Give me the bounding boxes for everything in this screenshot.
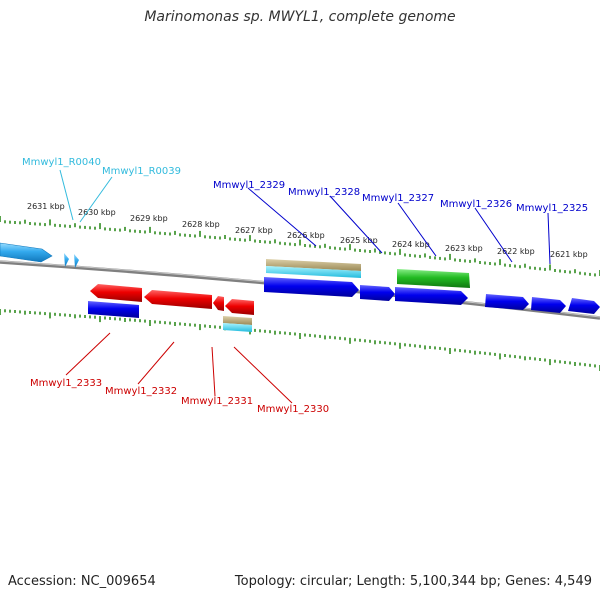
rna-gene-arrow — [74, 254, 79, 268]
gene-arrow-2329-cyan — [266, 266, 361, 278]
callout-line — [474, 207, 513, 263]
callout-line — [329, 195, 383, 254]
gene-label-reverse: Mmwyl1_2332 — [105, 386, 177, 397]
kbp-label: 2626 kbp — [287, 231, 325, 240]
kbp-label: 2628 kbp — [182, 220, 220, 229]
callout-line — [247, 187, 317, 247]
gene-arrow-2329 — [264, 277, 359, 297]
kbp-label: 2629 kbp — [130, 214, 168, 223]
gene-label-forward: Mmwyl1_2326 — [440, 199, 512, 210]
gene-arrow-2330-cyan — [223, 323, 252, 332]
callout-line — [547, 212, 551, 265]
tick-marks — [0, 216, 600, 371]
rna-gene-arrow — [0, 242, 53, 263]
gene-label-reverse: Mmwyl1_2330 — [257, 404, 329, 415]
gene-arrow-2330-tan — [223, 316, 252, 325]
gene-arrow-2332-tail — [213, 296, 224, 311]
map-title: Marinomonas sp. MWYL1, complete genome — [144, 9, 456, 25]
accession-text: Accession: NC_009654 — [8, 574, 156, 589]
gene-arrow-2327-green — [397, 269, 470, 288]
callout-line — [59, 169, 74, 221]
callout-line — [65, 332, 111, 376]
callout-line — [79, 176, 113, 223]
kbp-label: 2621 kbp — [550, 250, 588, 259]
gene-label-reverse: Mmwyl1_2331 — [181, 396, 253, 407]
gene-arrow-2333 — [90, 284, 142, 302]
kbp-label: 2627 kbp — [235, 226, 273, 235]
gene-label-forward: Mmwyl1_2328 — [288, 187, 360, 198]
kbp-label: 2624 kbp — [392, 240, 430, 249]
gene-arrow-2332 — [144, 290, 212, 309]
kbp-label: 2631 kbp — [27, 202, 65, 211]
gene-arrow-2326 — [485, 294, 529, 310]
gene-label-rna: Mmwyl1_R0039 — [102, 166, 181, 177]
gene-arrow-2324 — [568, 298, 600, 314]
gene-arrow-2331 — [225, 299, 254, 315]
gene-label-reverse: Mmwyl1_2333 — [30, 378, 102, 389]
gene-label-forward: Mmwyl1_2327 — [362, 193, 434, 204]
rna-gene-arrow — [64, 253, 69, 267]
genome-summary-text: Topology: circular; Length: 5,100,344 bp… — [234, 574, 592, 589]
kbp-label: 2625 kbp — [340, 236, 378, 245]
gene-arrow-2325 — [531, 297, 566, 313]
gene-label-rna: Mmwyl1_R0040 — [22, 157, 101, 168]
callout-line — [211, 346, 216, 397]
gene-arrow-2328 — [360, 285, 395, 301]
gene-label-forward: Mmwyl1_2329 — [213, 180, 285, 191]
callout-line — [397, 202, 437, 257]
kbp-label: 2630 kbp — [78, 208, 116, 217]
callout-line — [233, 346, 293, 404]
gene-arrow-2329-tan — [266, 259, 361, 271]
gene-arrow-2333-blue — [88, 301, 139, 318]
gene-arrow-2327 — [395, 287, 468, 305]
kbp-label: 2622 kbp — [497, 247, 535, 256]
callout-line — [137, 341, 175, 385]
gene-label-forward: Mmwyl1_2325 — [516, 203, 588, 214]
kbp-label: 2623 kbp — [445, 244, 483, 253]
